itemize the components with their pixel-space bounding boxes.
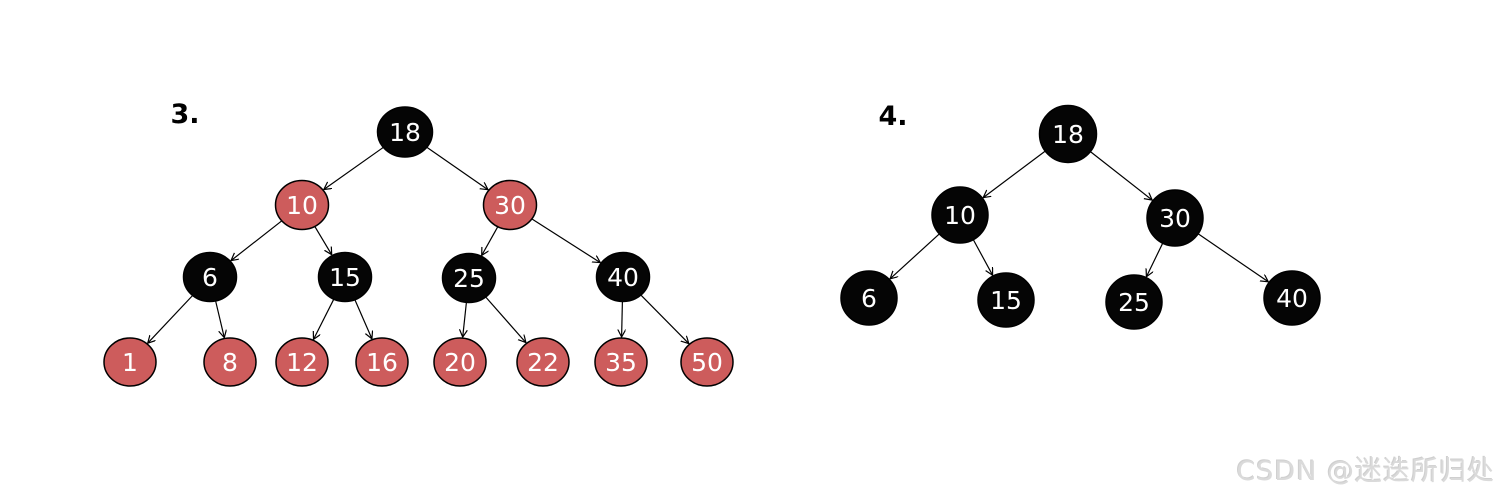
node-value-25: 25 xyxy=(453,264,485,293)
watermark: CSDN @迷迭所归处 xyxy=(1236,456,1495,487)
node-value-1: 1 xyxy=(122,348,138,377)
node-value-18: 18 xyxy=(1052,120,1084,149)
node-value-12: 12 xyxy=(286,348,318,377)
node-value-22: 22 xyxy=(527,348,559,377)
node-value-10: 10 xyxy=(944,201,976,230)
edge-6-8 xyxy=(215,300,225,338)
edge-18-30 xyxy=(426,146,488,190)
node-circle-10 xyxy=(931,186,989,244)
node-circle-25 xyxy=(441,252,497,304)
node-circle-30 xyxy=(1146,189,1204,247)
node-circle-15 xyxy=(977,272,1035,328)
node-circle-22 xyxy=(516,337,570,387)
node-value-20: 20 xyxy=(444,348,476,377)
edge-30-40 xyxy=(531,218,601,263)
node-value-25: 25 xyxy=(1118,288,1150,317)
tree-3-label: 3. xyxy=(170,99,199,130)
node-value-50: 50 xyxy=(691,348,723,377)
node-value-30: 30 xyxy=(494,191,526,220)
edge-30-40 xyxy=(1197,233,1268,282)
edge-40-35 xyxy=(622,301,623,338)
node-value-35: 35 xyxy=(605,348,637,377)
edge-10-15 xyxy=(972,239,992,276)
edge-10-6 xyxy=(890,233,940,279)
node-value-18: 18 xyxy=(389,118,421,147)
node-circle-12 xyxy=(275,337,329,387)
node-circle-18 xyxy=(1038,104,1098,164)
node-value-40: 40 xyxy=(607,263,639,292)
node-value-40: 40 xyxy=(1276,284,1308,313)
tree-4-label: 4. xyxy=(878,101,907,132)
edge-10-6 xyxy=(231,220,283,261)
node-value-10: 10 xyxy=(286,191,318,220)
edge-18-10 xyxy=(983,150,1046,198)
node-circle-20 xyxy=(433,337,487,387)
node-circle-35 xyxy=(594,337,648,387)
tree-4: 18 10 30 6 15 25 40 4. xyxy=(840,101,1321,330)
node-circle-30 xyxy=(482,179,538,231)
node-circle-16 xyxy=(355,337,409,387)
edge-15-12 xyxy=(314,298,335,339)
edge-18-10 xyxy=(324,146,384,189)
node-circle-50 xyxy=(680,337,734,387)
node-circle-8 xyxy=(203,337,257,387)
node-circle-10 xyxy=(274,179,330,231)
node-value-15: 15 xyxy=(329,263,361,292)
node-value-6: 6 xyxy=(861,284,877,313)
edge-18-30 xyxy=(1090,151,1152,201)
node-circle-6 xyxy=(840,270,898,326)
edge-15-16 xyxy=(354,299,372,339)
node-circle-25 xyxy=(1105,274,1163,330)
edge-25-22 xyxy=(485,296,526,343)
edge-30-25 xyxy=(1146,242,1164,277)
node-value-30: 30 xyxy=(1159,204,1191,233)
node-value-8: 8 xyxy=(222,348,238,377)
node-circle-15 xyxy=(317,251,373,303)
edge-6-1 xyxy=(148,295,194,344)
edge-25-20 xyxy=(463,302,467,337)
edge-30-25 xyxy=(482,226,499,256)
edge-10-15 xyxy=(314,226,332,254)
node-circle-40 xyxy=(1263,270,1321,326)
node-circle-18 xyxy=(376,106,434,158)
node-circle-6 xyxy=(182,251,238,303)
node-value-6: 6 xyxy=(202,263,218,292)
node-value-16: 16 xyxy=(366,348,398,377)
node-circle-40 xyxy=(595,251,651,303)
node-circle-1 xyxy=(103,337,157,387)
node-value-15: 15 xyxy=(990,286,1022,315)
edge-40-50 xyxy=(640,294,689,344)
